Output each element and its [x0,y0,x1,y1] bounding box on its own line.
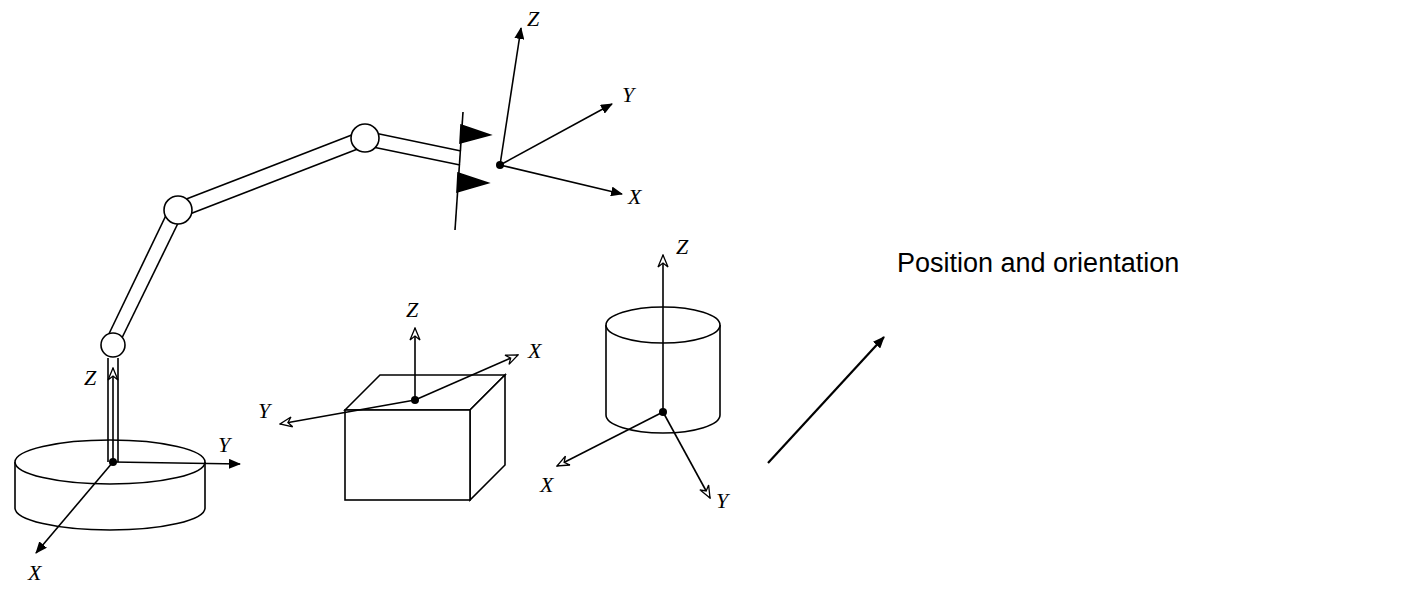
axis-label: X [540,474,553,496]
axis-label: Y [218,434,230,456]
caption-note: Position and orientation [897,250,1179,277]
axis-label: Y [258,400,270,422]
axis-label: Y [716,490,728,512]
axis-label: X [528,340,541,362]
axis-label: X [628,186,641,208]
axis-label: Z [406,299,418,321]
axis-label: Y [622,84,634,106]
axis-label: X [28,562,41,584]
axis-label: Z [84,367,96,389]
axis-label: Z [676,236,688,258]
axis-label: Z [527,8,539,30]
